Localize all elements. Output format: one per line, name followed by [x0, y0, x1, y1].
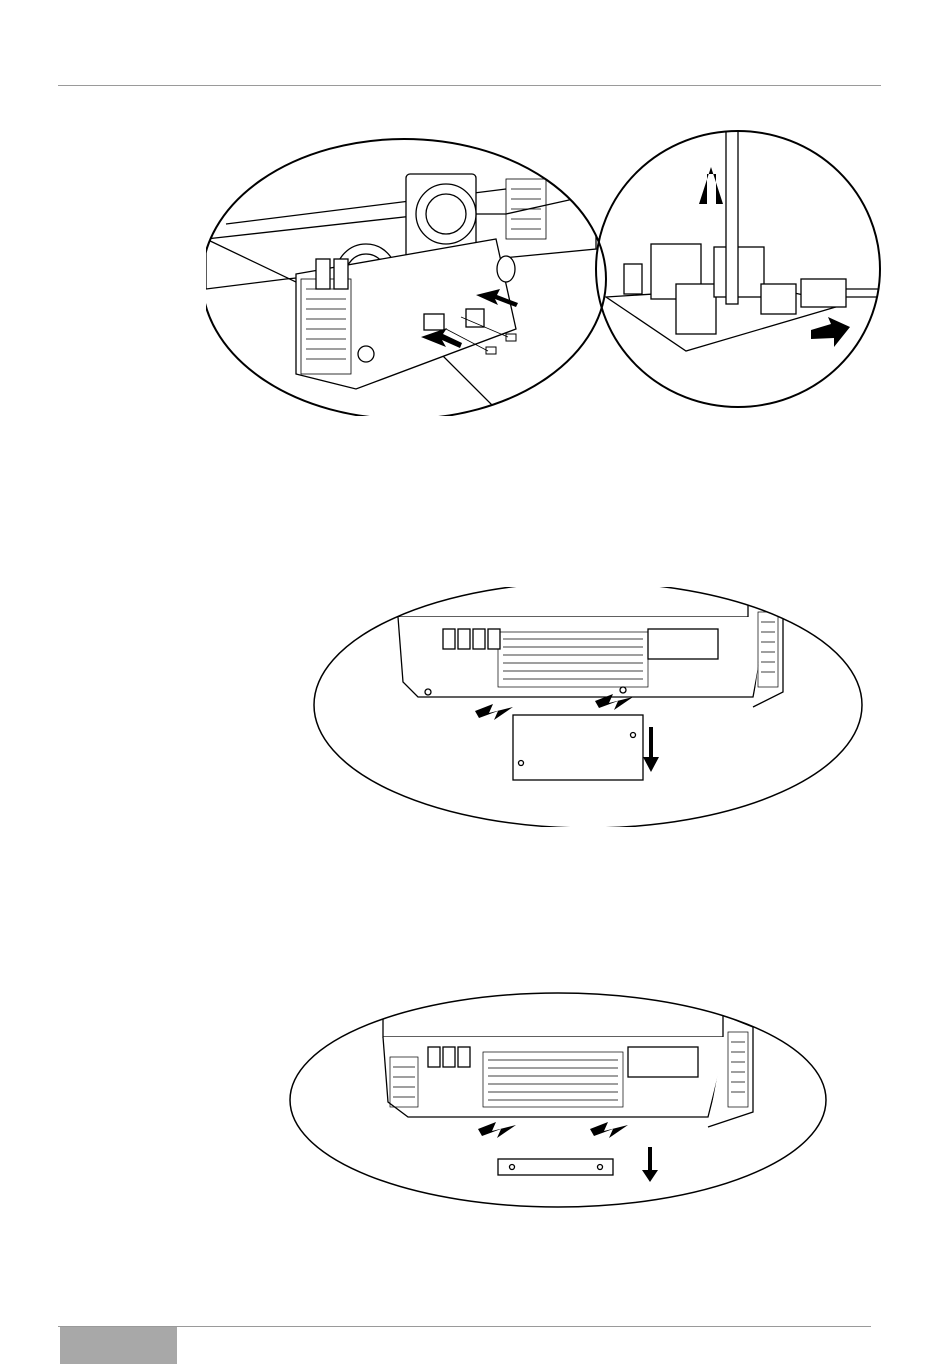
header-divider: [58, 85, 881, 86]
figure-remove-bracket: [288, 992, 830, 1210]
figure-2-svg: [313, 587, 866, 827]
figure-3-svg: [288, 992, 830, 1210]
bottom-cover-plate: [513, 715, 643, 780]
footer-divider: [58, 1326, 871, 1327]
figure-remove-cover-and-board: [206, 119, 882, 416]
figure-remove-bottom-plate: [313, 587, 866, 827]
right-zoom-bubble: [596, 119, 882, 407]
left-zoom-bubble: [206, 139, 606, 416]
figure-1-svg: [206, 119, 882, 416]
bottom-bracket: [498, 1159, 613, 1175]
footer-tab: [60, 1327, 177, 1364]
